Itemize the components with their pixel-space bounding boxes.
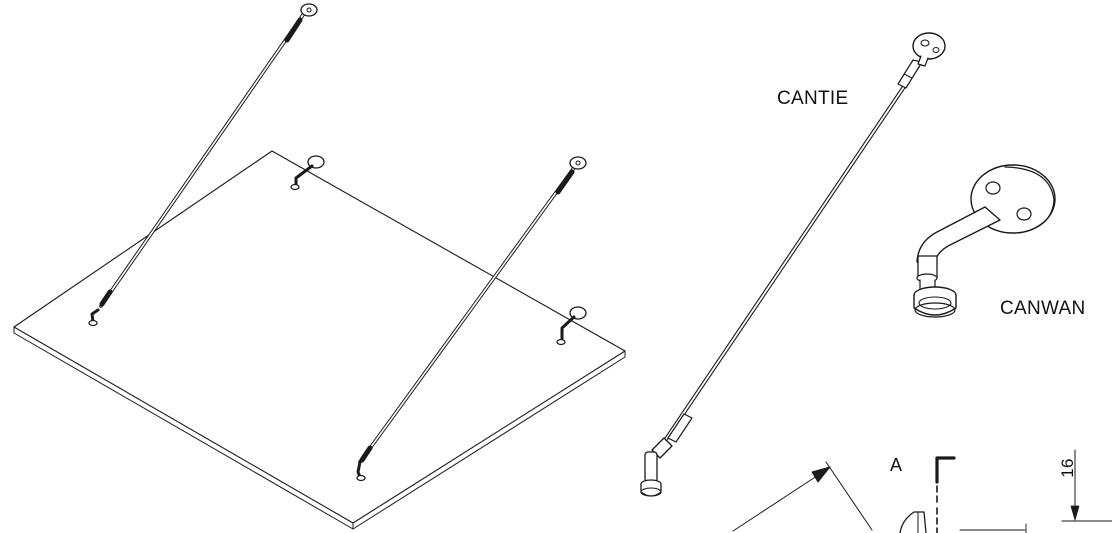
cantie-top-plate bbox=[912, 32, 946, 60]
rod-foot-left bbox=[88, 308, 100, 327]
support-arm-back-right bbox=[556, 306, 587, 346]
tension-rod-right bbox=[358, 163, 578, 464]
support-arm-back-left bbox=[290, 155, 325, 191]
label-canwan: CANWAN bbox=[1000, 298, 1086, 319]
rod-foot-right bbox=[356, 460, 366, 482]
dimension-arrow-diagonal bbox=[811, 466, 831, 483]
canopy-assembly bbox=[13, 3, 626, 530]
glass-panel bbox=[13, 150, 626, 524]
section-detail bbox=[732, 449, 1112, 533]
dimension-arrow-vertical bbox=[1070, 505, 1080, 521]
wall-plate-rod-left bbox=[300, 3, 318, 17]
label-cantie: CANTIE bbox=[777, 88, 849, 109]
wall-plate-rod-right bbox=[569, 156, 587, 170]
section-marker-label: A bbox=[890, 455, 903, 475]
cantie-component bbox=[640, 32, 946, 497]
tension-rod-left bbox=[99, 10, 307, 308]
canwan-component bbox=[913, 164, 1056, 318]
section-marker-bracket bbox=[935, 456, 956, 484]
dimension-label: 16 bbox=[1057, 458, 1077, 478]
